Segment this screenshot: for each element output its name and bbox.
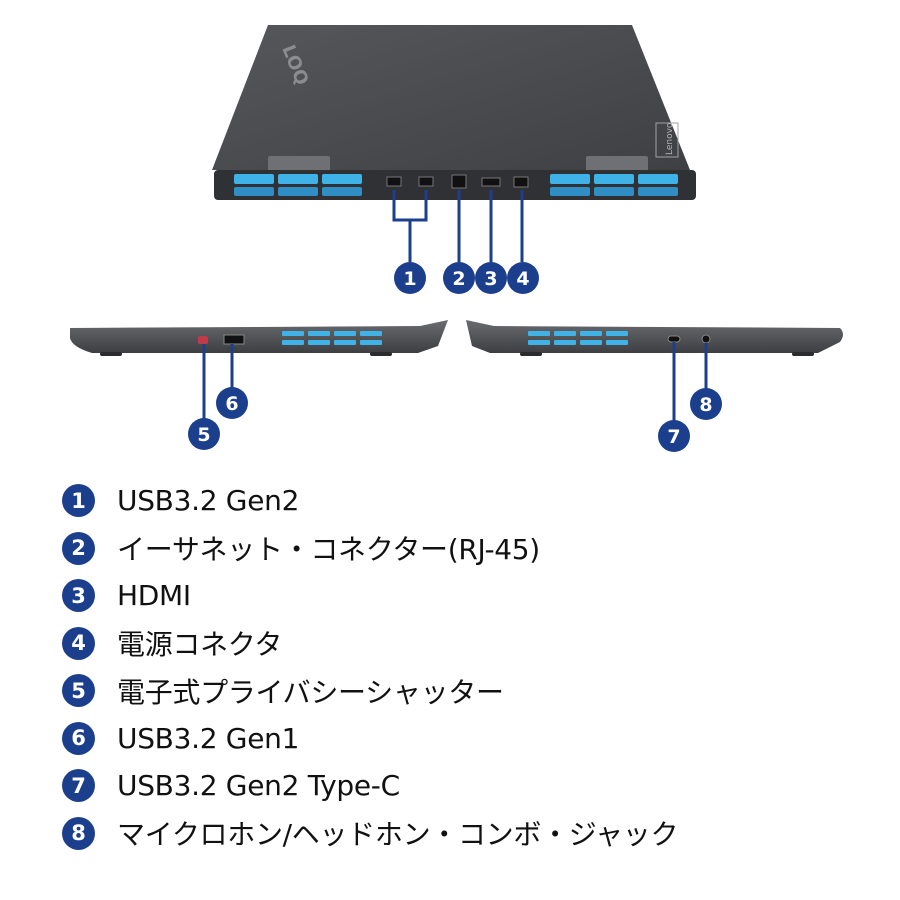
rear-leader-lines	[392, 190, 524, 262]
legend-number: 8	[62, 816, 95, 850]
legend-number: 1	[62, 484, 95, 518]
legend-number: 2	[62, 531, 95, 565]
privacy-shutter-switch	[198, 336, 208, 344]
callout-8: 8	[690, 388, 722, 420]
usb-port-rear-1	[386, 176, 402, 187]
legend-label: 電源コネクタ	[117, 628, 283, 662]
legend-label: USB3.2 Gen2	[117, 484, 300, 518]
usb-port-rear-2	[418, 176, 434, 187]
legend-number: 4	[62, 626, 95, 660]
brand-logo: Lenovo	[665, 122, 675, 155]
legend-item: 1 USB3.2 Gen2	[62, 477, 882, 525]
side-leader-lines	[202, 342, 708, 425]
svg-text:6: 6	[225, 393, 238, 415]
callout-7: 7	[658, 420, 690, 452]
ethernet-port	[451, 174, 467, 189]
svg-text:8: 8	[699, 394, 712, 416]
brand-logo-badge	[655, 122, 679, 158]
usb-c-port	[667, 335, 681, 343]
svg-text:5: 5	[197, 424, 210, 446]
usb-port-left	[223, 334, 245, 345]
hinge-right	[586, 156, 648, 172]
legend-item: 8 マイクロホン/ヘッドホン・コンボ・ジャック	[62, 810, 882, 858]
legend-item: 5 電子式プライバシーシャッター	[62, 667, 882, 715]
callout-5: 5	[188, 418, 220, 450]
laptop-left-side-view	[70, 320, 448, 356]
hinge-left	[268, 156, 330, 172]
svg-text:7: 7	[667, 426, 680, 448]
legend-label: USB3.2 Gen1	[117, 721, 300, 755]
power-port	[513, 176, 529, 188]
legend-number: 3	[62, 579, 95, 613]
legend-item: 3 HDMI	[62, 572, 882, 620]
legend-item: 4 電源コネクタ	[62, 620, 882, 668]
callout-6: 6	[216, 387, 248, 419]
legend-label: イーサネット・コネクター(RJ-45)	[117, 533, 540, 567]
laptop-rear-view: LOQ Lenovo	[212, 25, 696, 200]
left-side-vent	[282, 331, 382, 345]
rear-vent-right	[550, 174, 678, 196]
port-legend: 1 USB3.2 Gen2 2 イーサネット・コネクター(RJ-45) 3 HD…	[62, 477, 882, 857]
laptop-ports-diagram: LOQ Lenovo	[70, 25, 843, 452]
legend-label: HDMI	[117, 579, 191, 613]
svg-text:4: 4	[516, 268, 529, 290]
legend-number: 5	[62, 674, 95, 708]
svg-text:2: 2	[452, 268, 465, 290]
right-side-vent	[528, 331, 628, 345]
rear-vent-left	[234, 174, 362, 196]
legend-label: 電子式プライバシーシャッター	[117, 675, 504, 709]
audio-jack	[701, 334, 711, 344]
laptop-lid	[212, 25, 690, 170]
legend-item: 2 イーサネット・コネクター(RJ-45)	[62, 525, 882, 573]
callout-4: 4	[507, 262, 539, 294]
legend-label: USB3.2 Gen2 Type-C	[117, 769, 400, 803]
legend-item: 7 USB3.2 Gen2 Type-C	[62, 762, 882, 810]
hdmi-port	[481, 177, 501, 187]
svg-text:3: 3	[484, 268, 497, 290]
laptop-right-side-view	[466, 320, 843, 356]
callout-1: 1	[394, 262, 426, 294]
legend-number: 6	[62, 721, 95, 755]
callout-3: 3	[475, 262, 507, 294]
callout-2: 2	[443, 262, 475, 294]
legend-item: 6 USB3.2 Gen1	[62, 715, 882, 763]
legend-number: 7	[62, 769, 95, 803]
svg-text:1: 1	[403, 268, 416, 290]
legend-label: マイクロホン/ヘッドホン・コンボ・ジャック	[117, 818, 679, 852]
